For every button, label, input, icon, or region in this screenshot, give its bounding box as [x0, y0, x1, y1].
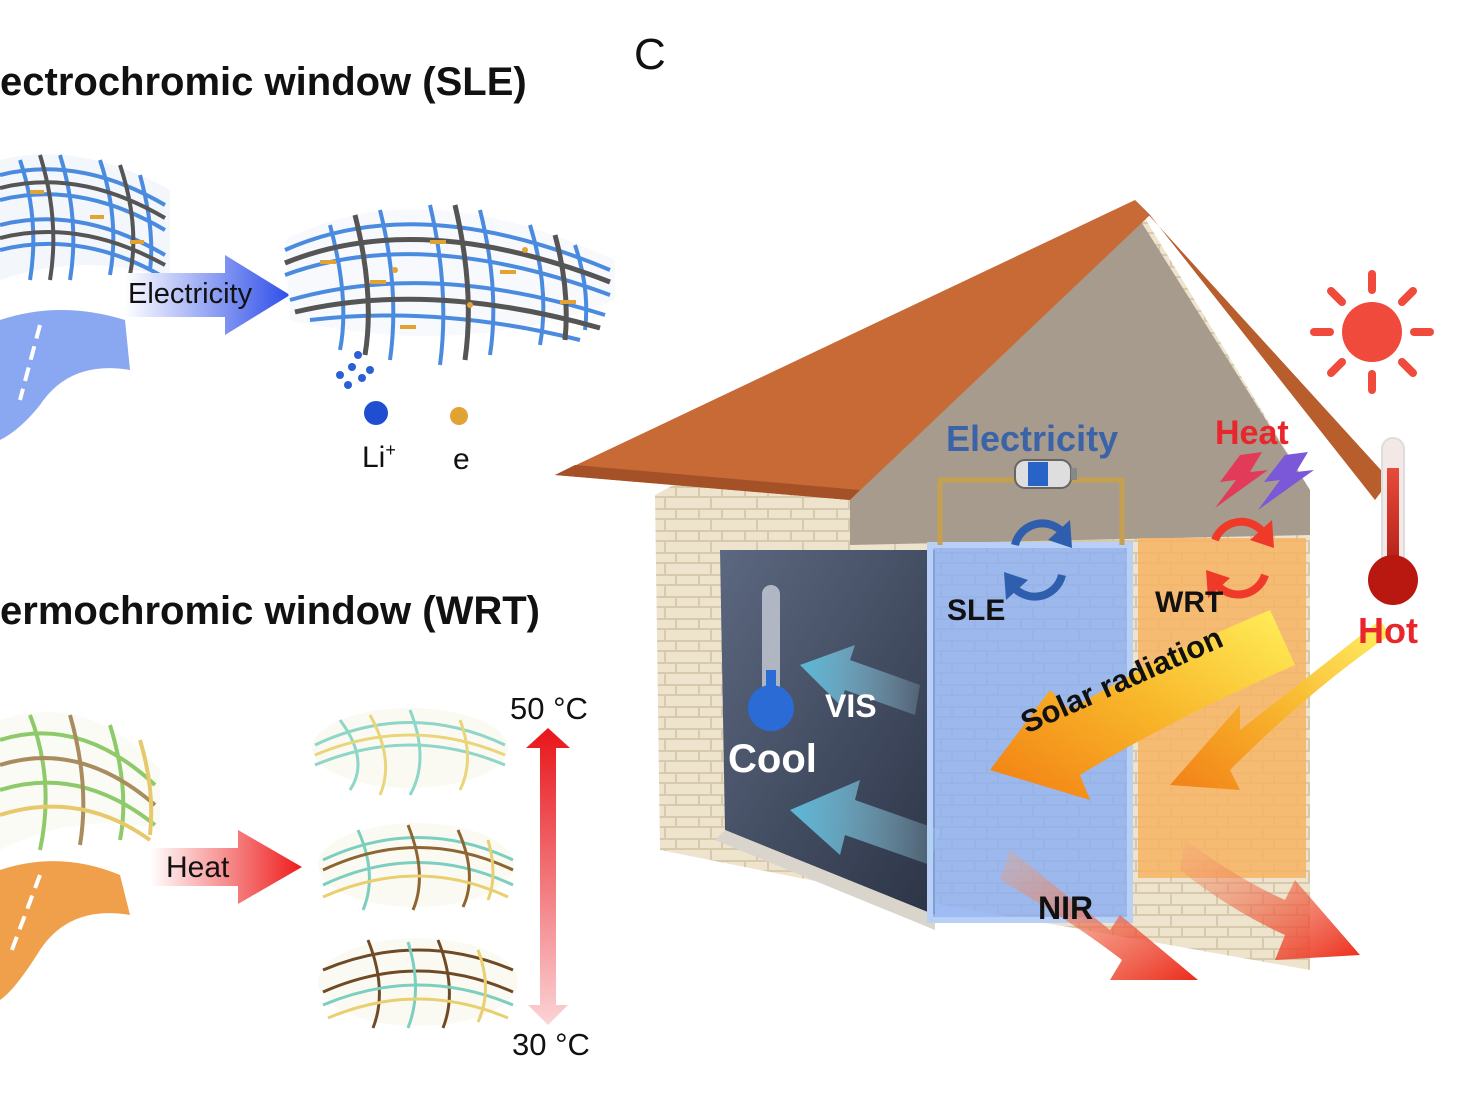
sle-illustration — [0, 154, 615, 440]
electricity-arrow — [125, 255, 290, 335]
li-ion-marker — [364, 401, 388, 425]
temperature-arrow — [526, 728, 570, 1025]
wrt-panel-title: ermochromic window (WRT) — [0, 589, 540, 633]
wrt-window-label: WRT — [1155, 586, 1224, 619]
house-gable — [850, 220, 1310, 545]
vis-arrow-lower — [790, 780, 940, 865]
hot-thermometer-icon — [1368, 437, 1418, 605]
sle-cycle-icon — [1004, 519, 1072, 601]
electron-marker — [450, 407, 468, 425]
heat-bolt-icon — [1215, 452, 1314, 510]
solar-arrow-secondary — [1170, 620, 1390, 790]
wrt-fabric-stack — [312, 708, 518, 1029]
battery-icon — [1014, 459, 1077, 489]
heat-arrow — [150, 830, 302, 904]
temp-high-label: 50 °C — [510, 691, 588, 726]
li-ion-text: Li — [362, 441, 386, 474]
nir-arrow-right — [1180, 840, 1360, 960]
electricity-label: Electricity — [128, 278, 253, 310]
house-electricity-label: Electricity — [946, 418, 1119, 459]
nir-arrow-left — [1000, 850, 1198, 980]
sle-window-label: SLE — [947, 594, 1006, 627]
nir-label: NIR — [1038, 890, 1094, 926]
electron-label: e — [453, 443, 470, 476]
temp-low-label: 30 °C — [512, 1027, 590, 1062]
li-ion-charge: + — [385, 440, 396, 460]
sle-panel-title: ectrochromic window (SLE) — [0, 60, 527, 104]
wrt-fabric-left — [0, 711, 160, 851]
solar-arrow-main — [990, 610, 1295, 800]
cool-label: Cool — [728, 737, 817, 781]
hot-label: Hot — [1358, 610, 1418, 651]
house-roof — [555, 200, 1150, 500]
vis-arrow-upper — [800, 645, 920, 715]
sun-icon — [1310, 270, 1434, 394]
house-illustration — [555, 200, 1434, 980]
panel-c-letter: C — [634, 30, 666, 79]
house-heat-label: Heat — [1215, 414, 1289, 452]
wrt-illustration — [0, 708, 570, 1029]
sle-fabric-right — [284, 204, 615, 389]
li-ion-label: Li+ — [362, 440, 396, 475]
wrt-cycle-icon — [1206, 517, 1274, 599]
wrt-heat-label: Heat — [166, 851, 230, 884]
vis-label: VIS — [825, 688, 877, 724]
sle-fabric-left — [0, 154, 170, 281]
cool-thermometer-icon — [748, 585, 794, 731]
wrt-film-sheet — [0, 861, 130, 1000]
sle-film-sheet — [0, 310, 130, 440]
